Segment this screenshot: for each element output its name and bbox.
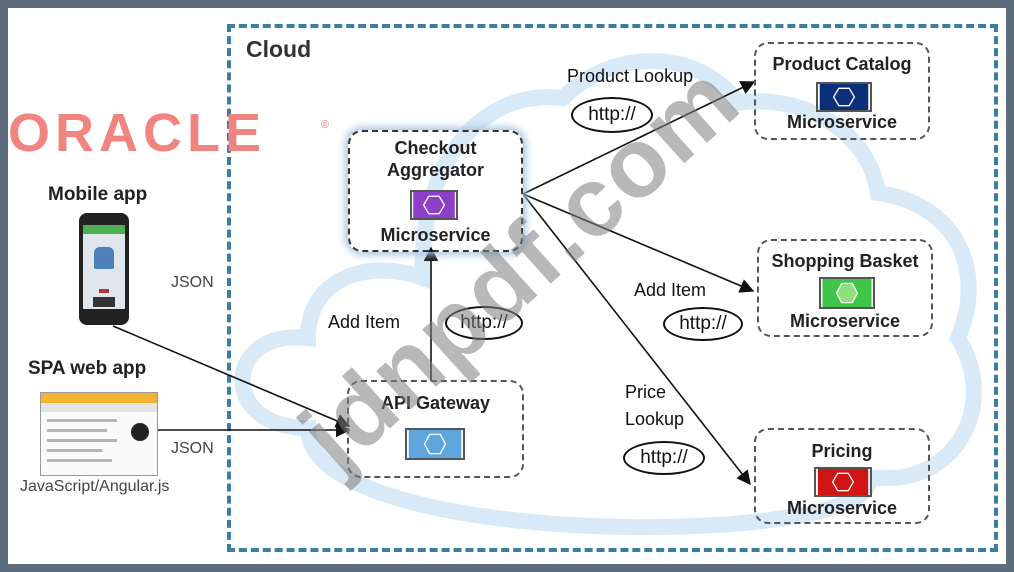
arrow-aggregator-to-catalog xyxy=(522,81,756,195)
edge-label-product-lookup: Product Lookup xyxy=(567,66,694,86)
basket-hexagon-icon xyxy=(819,277,875,309)
pricing-box[interactable]: Pricing Microservice xyxy=(754,428,930,524)
basket-subtitle: Microservice xyxy=(789,311,901,331)
mobile-app-title: Mobile app xyxy=(48,184,148,205)
hoodie-image xyxy=(94,247,114,269)
cloud-title: Cloud xyxy=(246,36,312,62)
pricing-title: Pricing xyxy=(811,441,873,461)
edge-label-add-item-basket: Add Item xyxy=(634,280,707,300)
spa-text-line xyxy=(47,459,112,462)
basket-title: Shopping Basket xyxy=(771,251,919,271)
product-catalog-box[interactable]: Product Catalog Microservice xyxy=(754,42,930,140)
spa-json-label: JSON xyxy=(171,440,214,457)
oracle-logo: ORACLE xyxy=(8,103,266,163)
api-gateway-box[interactable]: API Gateway xyxy=(347,380,524,478)
gateway-title: API Gateway xyxy=(380,393,491,413)
aggregator-title: Checkout Aggregator xyxy=(386,138,484,180)
spa-tech-label: JavaScript/Angular.js xyxy=(20,478,170,495)
phone-button xyxy=(99,289,109,293)
connection-arrows xyxy=(112,81,756,486)
cloud-boundary xyxy=(227,24,998,552)
spa-text-line xyxy=(47,449,102,452)
catalog-subtitle: Microservice xyxy=(786,112,898,132)
catalog-hexagon-icon xyxy=(816,82,872,112)
spa-text-line xyxy=(47,419,117,422)
gateway-hexagon-icon xyxy=(405,428,465,460)
arrow-mobile-to-gateway xyxy=(112,325,351,428)
spa-browser-screenshot-icon xyxy=(40,392,158,476)
spa-avatar xyxy=(131,423,149,441)
arrow-aggregator-to-basket xyxy=(522,193,755,293)
phone-screen xyxy=(83,225,125,309)
catalog-title: Product Catalog xyxy=(772,54,912,74)
spa-app-title: SPA web app xyxy=(28,358,147,379)
spa-text-line xyxy=(47,439,117,442)
pricing-subtitle: Microservice xyxy=(786,498,898,518)
aggregator-subtitle: Microservice xyxy=(380,225,491,245)
edge-label-add-item-gateway: Add Item xyxy=(328,312,401,332)
http-badge-gateway: http:// xyxy=(445,306,523,340)
http-badge-pricing: http:// xyxy=(623,441,705,475)
diagram-canvas: Cloud ORACLE ® Mobile app JSON SPA web a… xyxy=(8,8,1006,564)
edge-label-price: Price xyxy=(625,382,667,402)
spa-text-line xyxy=(47,429,107,432)
http-badge-catalog: http:// xyxy=(571,97,653,133)
oracle-registered-mark: ® xyxy=(321,119,330,131)
checkout-aggregator-box[interactable]: Checkout Aggregator Microservice xyxy=(348,130,523,252)
cloud-shape xyxy=(234,53,982,536)
spa-top-bar xyxy=(41,393,157,403)
http-badge-basket: http:// xyxy=(663,307,743,341)
spa-header xyxy=(41,403,157,412)
edge-label-lookup: Lookup xyxy=(625,409,685,429)
mobile-phone-icon xyxy=(79,213,129,325)
phone-product-image xyxy=(93,297,115,307)
pricing-hexagon-icon xyxy=(814,467,872,497)
mobile-json-label: JSON xyxy=(171,274,214,291)
phone-app-bar xyxy=(83,225,125,234)
arrow-aggregator-to-pricing xyxy=(522,193,751,486)
shopping-basket-box[interactable]: Shopping Basket Microservice xyxy=(757,239,933,337)
aggregator-hexagon-icon xyxy=(410,190,458,220)
